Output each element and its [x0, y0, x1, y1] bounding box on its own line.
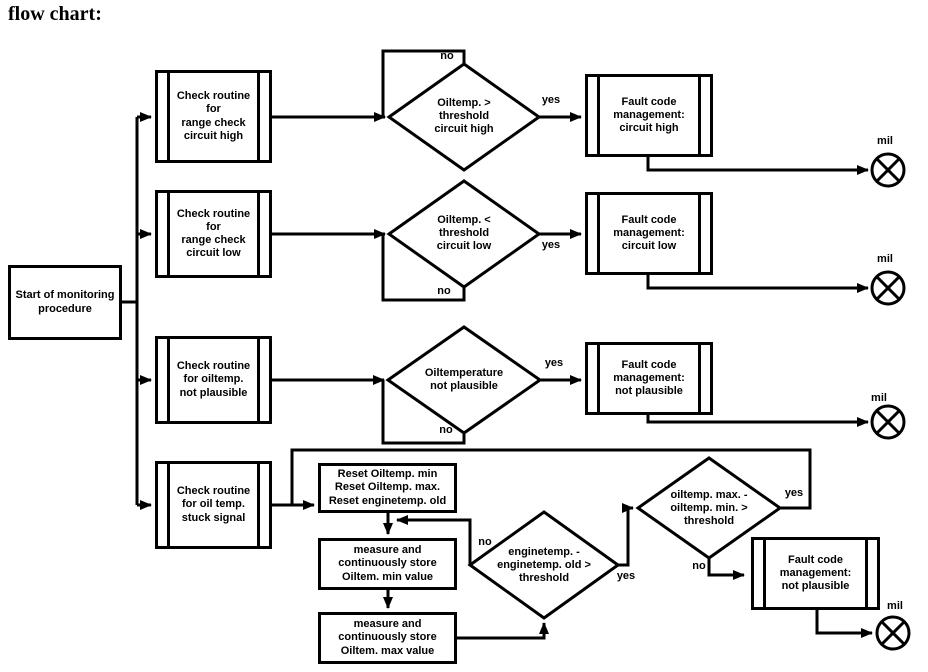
edge-measuremax-decision4: [457, 622, 549, 640]
edge-decision5-no: [707, 558, 745, 580]
edge-label-no-1: no: [440, 50, 454, 62]
edge-fault3-mil3: [646, 415, 869, 427]
start-node-label: Start of monitoring procedure: [15, 289, 115, 315]
edge-label-yes-3: yes: [544, 357, 564, 369]
decision-not-plausible-shape: [385, 325, 543, 435]
fault-code-not-plausible: Fault code management: not plausible: [585, 342, 713, 415]
decision-not-plausible-label: Oiltemperature not plausible: [424, 367, 504, 393]
mil-lamp-3-icon: [870, 404, 906, 440]
fault-code-not-plausible-stuck-label: Fault code management: not plausible: [779, 553, 852, 593]
edge-label-yes-5: yes: [784, 487, 804, 499]
measure-max-label: measure and continuously store Oiltem. m…: [338, 618, 437, 657]
measure-min-label: measure and continuously store Oiltem. m…: [338, 544, 437, 583]
check-routine-not-plausible: Check routine for oiltemp. not plausible: [155, 336, 272, 424]
edge-label-yes-4: yes: [616, 570, 636, 582]
decision-oiltemp-range-shape: [635, 456, 783, 560]
mil-lamp-2-icon: [870, 270, 906, 306]
edge-label-yes-1: yes: [541, 94, 561, 106]
edge-label-no-2: no: [437, 285, 451, 297]
mil-label-3: mil: [871, 392, 887, 404]
check-routine-circuit-low-label: Check routine for range check circuit lo…: [176, 207, 251, 260]
edge-decision3-no-loop: [381, 380, 466, 445]
fault-code-circuit-high-label: Fault code management: circuit high: [613, 95, 685, 135]
edge-fault4-mil4: [815, 610, 873, 638]
page-title: flow chart:: [8, 3, 102, 25]
edge-label-yes-2: yes: [541, 239, 561, 251]
check-routine-circuit-high: Check routine for range check circuit hi…: [155, 70, 272, 163]
mil-label-2: mil: [877, 253, 893, 265]
measure-max-node: measure and continuously store Oiltem. m…: [318, 612, 457, 664]
edge-decision4-no: [396, 515, 472, 565]
decision-circuit-low-label: Oiltemp. < threshold circuit low: [436, 214, 492, 253]
mil-label-4: mil: [887, 600, 903, 612]
edge-decision2-no-loop: [381, 234, 466, 302]
edge-label-no-5: no: [692, 560, 706, 572]
edge-label-no-4: no: [478, 536, 492, 548]
decision-enginetemp-shape: [467, 510, 621, 620]
decision-enginetemp-label: enginetemp. - enginetemp. old > threshol…: [497, 546, 591, 585]
fault-code-circuit-low-label: Fault code management: circuit low: [613, 213, 685, 253]
mil-label-1: mil: [877, 135, 893, 147]
decision-circuit-low-shape: [386, 179, 542, 289]
mil-lamp-1-icon: [870, 152, 906, 188]
decision-oiltemp-range-label: oiltemp. max. - oiltemp. min. > threshol…: [670, 489, 748, 528]
fault-code-not-plausible-stuck: Fault code management: not plausible: [751, 537, 880, 610]
reset-values-node: Reset Oiltemp. min Reset Oiltemp. max. R…: [318, 463, 457, 513]
check-routine-circuit-high-label: Check routine for range check circuit hi…: [176, 90, 251, 142]
edge-label-no-3: no: [439, 424, 453, 436]
check-routine-stuck-signal: Check routine for oil temp. stuck signal: [155, 461, 272, 549]
measure-min-node: measure and continuously store Oiltem. m…: [318, 538, 457, 590]
fault-code-circuit-high: Fault code management: circuit high: [585, 74, 713, 157]
edge-decision4-yes: [618, 503, 634, 567]
check-routine-not-plausible-label: Check routine for oiltemp. not plausible: [176, 360, 251, 399]
fault-code-circuit-low: Fault code management: circuit low: [585, 192, 713, 275]
reset-values-label: Reset Oiltemp. min Reset Oiltemp. max. R…: [328, 468, 447, 507]
edge-decision5-yes-loop: [290, 448, 812, 510]
edge-fault2-mil2: [646, 275, 869, 293]
fault-code-not-plausible-label: Fault code management: not plausible: [613, 358, 685, 398]
decision-circuit-high-label: Oiltemp. > threshold circuit high: [434, 97, 494, 136]
check-routine-stuck-signal-label: Check routine for oil temp. stuck signal: [176, 485, 251, 524]
mil-lamp-4-icon: [875, 615, 911, 651]
start-node: Start of monitoring procedure: [8, 265, 122, 340]
edge-fault1-mil1: [646, 157, 869, 175]
edge-decision1-no-loop: [381, 49, 466, 117]
check-routine-circuit-low: Check routine for range check circuit lo…: [155, 190, 272, 278]
decision-circuit-high-shape: [386, 62, 542, 172]
